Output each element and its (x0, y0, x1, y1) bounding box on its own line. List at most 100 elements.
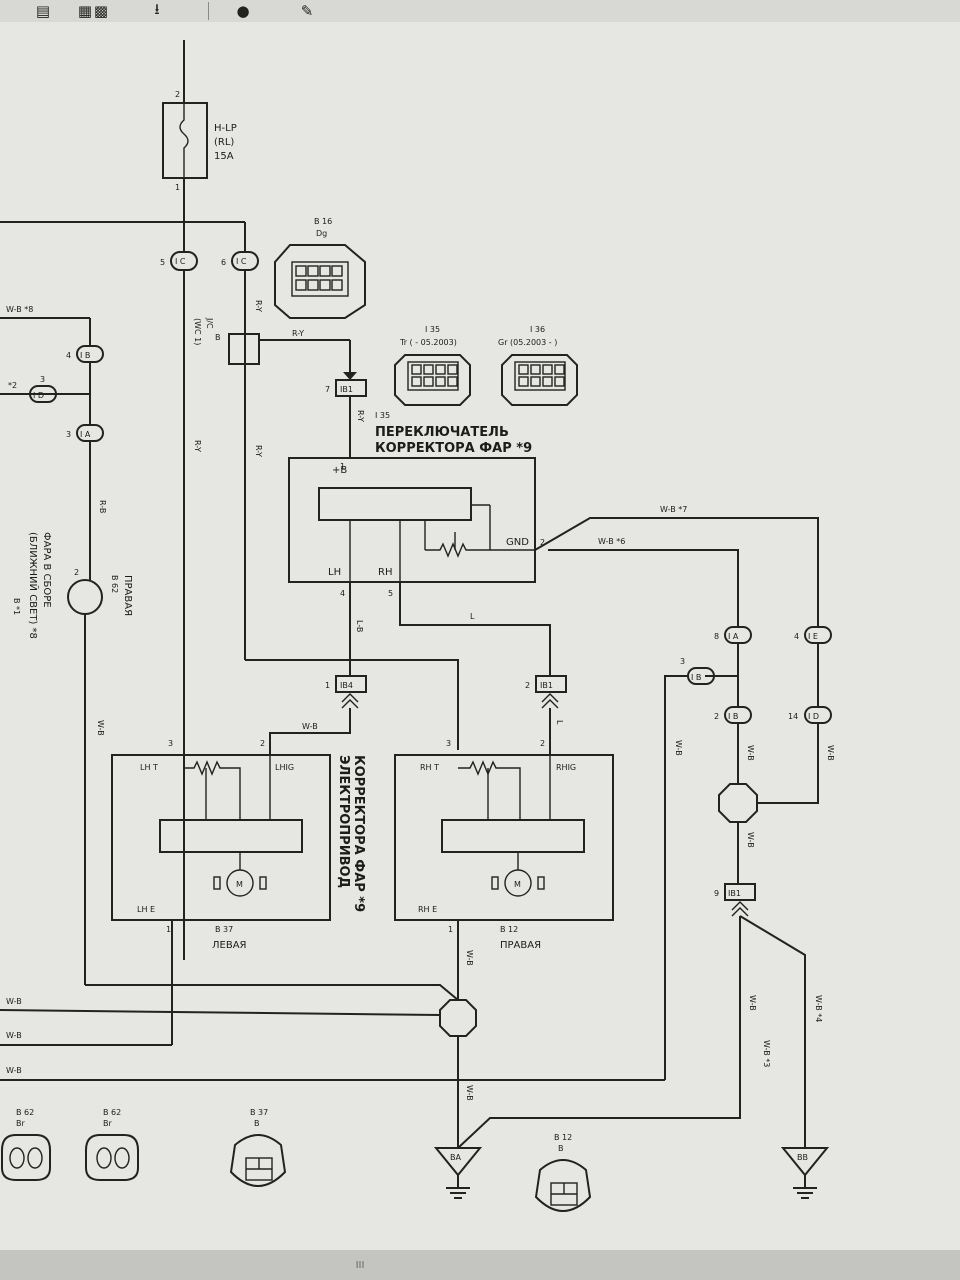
wire-label-x2: *2 (8, 381, 17, 390)
ib4-pin: 1 (325, 681, 330, 690)
wire-label-rb: R-B (98, 500, 107, 513)
left-pin-ig: LHIG (275, 763, 294, 772)
junction-connector: R-Y J/C (WC 1) B (193, 317, 351, 378)
left-conn-3a-pin: 3 (40, 375, 45, 384)
actuator-title-2: КОРРЕКТОРА ФАР *9 (351, 755, 366, 912)
fuse-pin-top: 2 (175, 90, 180, 99)
switch-pin-2: 2 (540, 538, 545, 547)
fit-page-icon[interactable]: ▦ (77, 2, 93, 20)
wire-label-wb8: W-B *8 (6, 305, 33, 314)
left-conn-4-pin: 4 (66, 351, 71, 360)
svg-text:I E: I E (808, 632, 818, 641)
gr-label: Gr (05.2003 - ) (498, 338, 557, 347)
connector-ic6: I C 6 (221, 251, 259, 271)
ib1-mid-pin: 2 (525, 681, 530, 690)
grid-icon[interactable]: ▩ (93, 2, 109, 20)
bottom-connector-views: B 62 Br B 62 Br B 37 B B 12 B (0, 1108, 592, 1212)
fuse-sub: (RL) (214, 137, 234, 148)
fuse-h-lp: 2 1 H-LP (RL) 15A (162, 40, 237, 252)
tr-label: Tr ( - 05.2003) (399, 338, 457, 347)
connector-ib1-top: IB1 7 (325, 372, 367, 397)
wiring-diagram: 2 1 H-LP (RL) 15A I C 5 I C 6 R-Y R-Y R-… (0, 40, 835, 1212)
right-pin-2: 2 (540, 739, 545, 748)
comment-icon[interactable]: ● (236, 2, 250, 20)
resize-grip[interactable]: III (355, 1260, 365, 1271)
right-ref: B 12 (500, 925, 518, 934)
wire-label-lb: L-B (355, 620, 364, 632)
right-side-label: ПРАВАЯ (500, 940, 541, 951)
connector-view-tr: I 35 Tr ( - 05.2003) (394, 325, 471, 406)
wire-label-wb6: W-B *6 (598, 537, 625, 546)
headlamp-pin: 2 (74, 568, 79, 577)
wire-label-wb-7: W-B (465, 1085, 474, 1101)
ib1-top-pin: 7 (325, 385, 330, 394)
switch-title-1: ПЕРЕКЛЮЧАТЕЛЬ (375, 425, 509, 440)
wire-label-ry-1: R-Y (254, 300, 263, 312)
switch-pin-rh: RH (378, 567, 392, 578)
switch-pin-lh: LH (328, 567, 341, 578)
toolbar-divider (208, 2, 209, 20)
connector-ic5: I C 5 (160, 251, 198, 271)
ic5-pin: 5 (160, 258, 165, 267)
svg-text:I D: I D (808, 712, 819, 721)
d9-ref: B 16 (314, 217, 332, 226)
status-bar: III (0, 1250, 960, 1280)
bottom-view-1-label: Br (16, 1119, 25, 1128)
wire-label-wb3: W-B *3 (762, 1040, 771, 1067)
actuator-left: M 3 2 LH T LHIG LH E 1 B 37 ЛЕВАЯ (111, 739, 331, 951)
right-pin-3: 3 (446, 739, 451, 748)
wire-label-wb-4: W-B (6, 997, 22, 1006)
svg-text:I B: I B (691, 673, 701, 682)
d9-label: Dg (316, 229, 327, 238)
ib1-bottom-pin: 9 (714, 889, 719, 898)
left-pin-2: 2 (260, 739, 265, 748)
wire-label-wb4: W-B *4 (814, 995, 823, 1022)
ic6-pin: 6 (221, 258, 226, 267)
r3-pin: 3 (680, 657, 685, 666)
switch-pin-4: 4 (340, 589, 345, 598)
ground-bb: BB (780, 1147, 830, 1199)
right-ground-network: W-B *7 W-B *6 I A 8 I E 4 I B 3 W-B I B … (457, 505, 835, 1149)
r4-pin: 4 (794, 632, 799, 641)
actuator-title-1: ЭЛЕКТРОПРИВОД (336, 755, 351, 888)
actuator-right: M 3 2 RH T RHIG RH E 1 B 12 ПРАВАЯ (394, 739, 614, 951)
wire-label-ry-4: R-Y (292, 329, 304, 338)
svg-text:I A: I A (728, 632, 739, 641)
bottom-view-4-ref: B 12 (554, 1133, 572, 1142)
ib1-mid-id: IB1 (540, 681, 553, 690)
connector-view-d9: B 16 Dg (274, 217, 366, 319)
switch-ref: I 35 (375, 411, 390, 420)
svg-text:I B: I B (80, 351, 90, 360)
svg-text:I C: I C (175, 257, 186, 266)
wire-label-ry-3: R-Y (254, 445, 263, 457)
connector-ib1-mid: IB1 2 (525, 675, 567, 709)
fuse-rating: 15A (214, 151, 234, 162)
junction-ref: (WC 1) (193, 318, 202, 345)
bottom-view-3-ref: B 37 (250, 1108, 268, 1117)
wire-label-wb-3: W-B (96, 720, 105, 736)
right-pin-1: 1 (448, 925, 453, 934)
headlamp-ref: B 62 (110, 575, 119, 593)
wire-label-l-1: L (470, 612, 475, 621)
wire-label-wb-6: W-B (6, 1066, 22, 1075)
wire-label-ry-2: R-Y (193, 440, 202, 452)
r8-pin: 8 (714, 632, 719, 641)
svg-text:I A: I A (80, 430, 91, 439)
svg-text:M: M (236, 880, 243, 889)
wire-label-ry-5: R-Y (356, 410, 365, 422)
junction-pin-b: B (215, 333, 221, 342)
switch-title-2: КОРРЕКТОРА ФАР *9 (375, 441, 532, 456)
page-icon[interactable]: ▤ (35, 2, 51, 20)
switch-pin-5: 5 (388, 589, 393, 598)
left-conn-3b-pin: 3 (66, 430, 71, 439)
fuse-name: H-LP (214, 123, 237, 134)
headlamp-sub: (БЛИЖНИЙ СВЕТ) *8 (27, 532, 40, 639)
bottom-view-1-ref: B 62 (16, 1108, 34, 1117)
junction-id: J/C (205, 317, 214, 329)
wire-label-wb-11: W-B (746, 832, 755, 848)
ground-bb-label: BB (797, 1153, 808, 1162)
pen-icon[interactable]: ✎ (300, 2, 314, 20)
wire-label-wb-1: W-B (302, 722, 318, 731)
download-icon[interactable]: ⭳ (154, 0, 160, 18)
wire-label-wb7: W-B *7 (660, 505, 687, 514)
